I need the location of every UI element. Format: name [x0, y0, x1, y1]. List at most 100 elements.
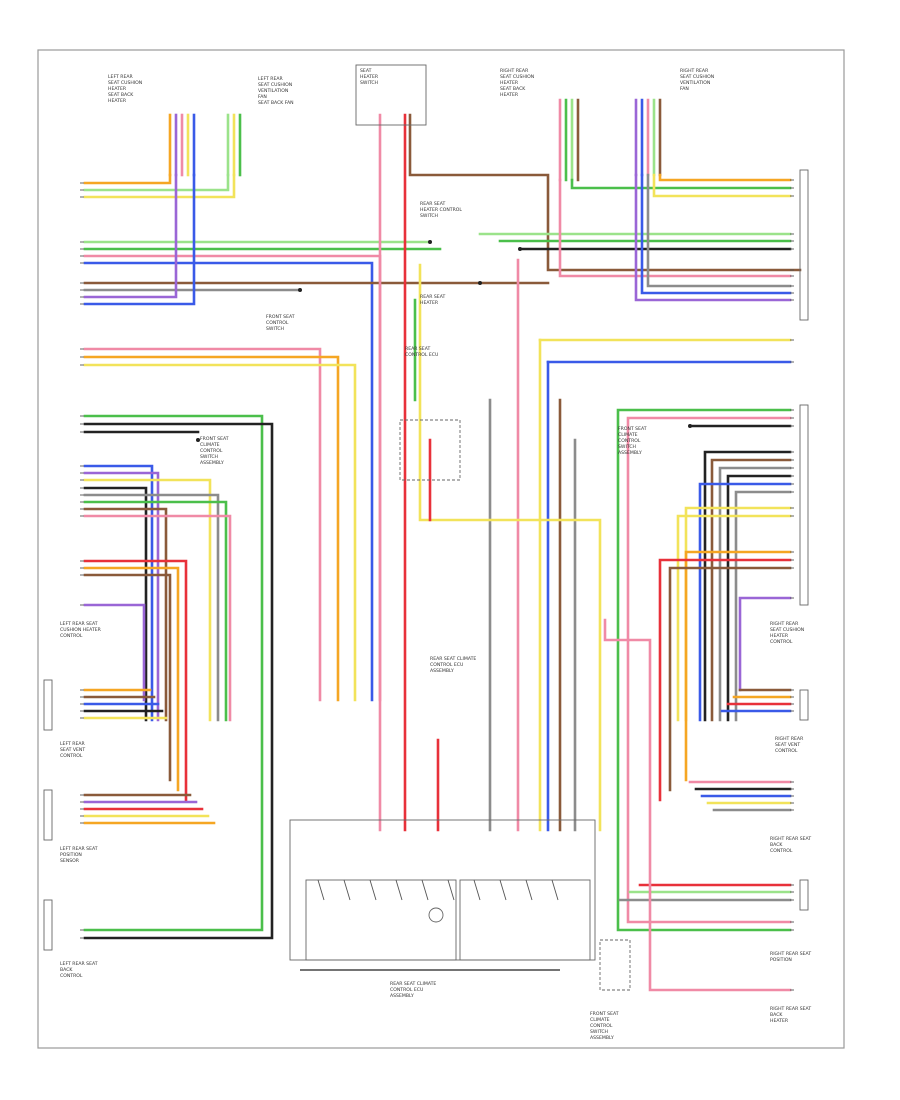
left-connector-b [43, 789, 53, 841]
component-label: SEAT [360, 68, 372, 74]
component-label: SWITCH [200, 454, 218, 460]
wire-left-mid [83, 486, 148, 722]
wire-center [418, 263, 602, 832]
wire-horizontal [83, 173, 172, 185]
wire-loop [626, 416, 792, 924]
component-label: CONTROL [590, 1023, 613, 1029]
wire-right-mid [726, 474, 792, 722]
wire-horizontal [83, 254, 382, 702]
component-label: REAR SEAT [420, 201, 445, 207]
component-label: CONTROL [770, 639, 793, 645]
wire-layer [83, 98, 802, 992]
component-label: BACK [770, 1012, 783, 1018]
switch-contact [525, 879, 533, 901]
component-label: ASSEMBLY [618, 450, 642, 456]
component-label: ASSEMBLY [200, 460, 224, 466]
splice-dot [298, 288, 302, 292]
component-label: CONTROL [200, 448, 223, 454]
component-label: SWITCH [618, 444, 636, 450]
right-connector-b [799, 404, 809, 606]
front-switch-box [599, 939, 631, 991]
component-label: LEFT REAR SEAT [60, 961, 98, 967]
wire-right-mid [676, 514, 792, 722]
component-label: LEFT REAR [258, 76, 284, 82]
wire-loop [616, 408, 792, 932]
wire-left-mid [83, 603, 146, 702]
wire-right-mid [698, 482, 792, 722]
component-label: ASSEMBLY [390, 993, 414, 999]
component-label: CONTROL [60, 633, 83, 639]
component-label: BACK [60, 967, 73, 973]
component-label: HEATER [360, 74, 379, 80]
wire-center [603, 618, 792, 992]
wire-left-mid [83, 464, 154, 722]
component-label: SEAT BACK [108, 92, 134, 98]
component-label: SEAT BACK [500, 86, 526, 92]
component-label: RIGHT REAR SEAT [770, 951, 811, 957]
component-label: HEATER [108, 86, 127, 92]
component-label: BACK [770, 842, 783, 848]
wire-horizontal [658, 173, 792, 182]
component-label: FRONT SEAT [618, 426, 647, 432]
component-label: HEATER [420, 300, 439, 306]
switch-contact [395, 879, 403, 901]
component-label: CLIMATE [618, 432, 638, 438]
wire-horizontal [640, 173, 792, 295]
component-label: SEAT CUSHION [258, 82, 292, 88]
wire-left-mid [83, 471, 160, 722]
splice-dot [428, 240, 432, 244]
wire-right-mid [734, 490, 792, 722]
component-label: CONTROL [60, 753, 83, 759]
wire-horizontal [652, 173, 792, 198]
wire-left-mid [83, 478, 212, 722]
wire-left-mid [83, 514, 232, 722]
component-label: FAN [258, 94, 267, 100]
wire-horizontal [558, 178, 792, 278]
wire-horizontal [83, 173, 230, 192]
ecu-sub-box [305, 879, 457, 961]
wire-left-mid [83, 559, 188, 802]
switch-contact [473, 879, 481, 901]
component-label: ASSEMBLY [590, 1035, 614, 1041]
component-label: SEAT CUSHION [680, 74, 714, 80]
wire-right-mid [668, 566, 792, 792]
wire-left-mid [83, 493, 220, 722]
component-label: HEATER [770, 633, 789, 639]
switch-contact [369, 879, 377, 901]
component-label: ASSEMBLY [430, 668, 454, 674]
component-label: SWITCH [420, 213, 438, 219]
component-label: SEAT BACK FAN [258, 100, 294, 106]
component-label: REAR SEAT [420, 294, 445, 300]
switch-contact [499, 879, 507, 901]
component-label: FRONT SEAT [266, 314, 295, 320]
component-label: POSITION [60, 852, 82, 858]
component-label: SWITCH [266, 326, 284, 332]
component-label: RIGHT REAR [500, 68, 529, 74]
component-label: CONTROL [60, 973, 83, 979]
fuse-block-box [355, 64, 427, 126]
wire-horizontal [83, 173, 178, 299]
switch-contact [551, 879, 559, 901]
wire-horizontal [83, 363, 357, 702]
component-label: CONTROL ECU [390, 987, 423, 993]
wire-center [408, 113, 802, 272]
wire-horizontal [83, 173, 236, 199]
component-label: CONTROL [775, 748, 798, 754]
component-label: HEATER [500, 80, 519, 86]
wire-loop [83, 414, 264, 932]
component-label: CONTROL ECU [430, 662, 463, 668]
wire-horizontal [634, 173, 792, 302]
component-label: SEAT CUSHION [770, 627, 804, 633]
wire-left-mid [83, 500, 228, 722]
component-label: HEATER [770, 1018, 789, 1024]
component-label: SENSOR [60, 858, 80, 864]
component-label: CONTROL [618, 438, 641, 444]
component-label: REAR SEAT CLIMATE [390, 981, 436, 987]
wire-horizontal [570, 178, 792, 190]
component-label: LEFT REAR SEAT [60, 846, 98, 852]
wire-right-mid [718, 466, 792, 722]
component-label: SWITCH [590, 1029, 608, 1035]
component-label: LEFT REAR SEAT [60, 621, 98, 627]
